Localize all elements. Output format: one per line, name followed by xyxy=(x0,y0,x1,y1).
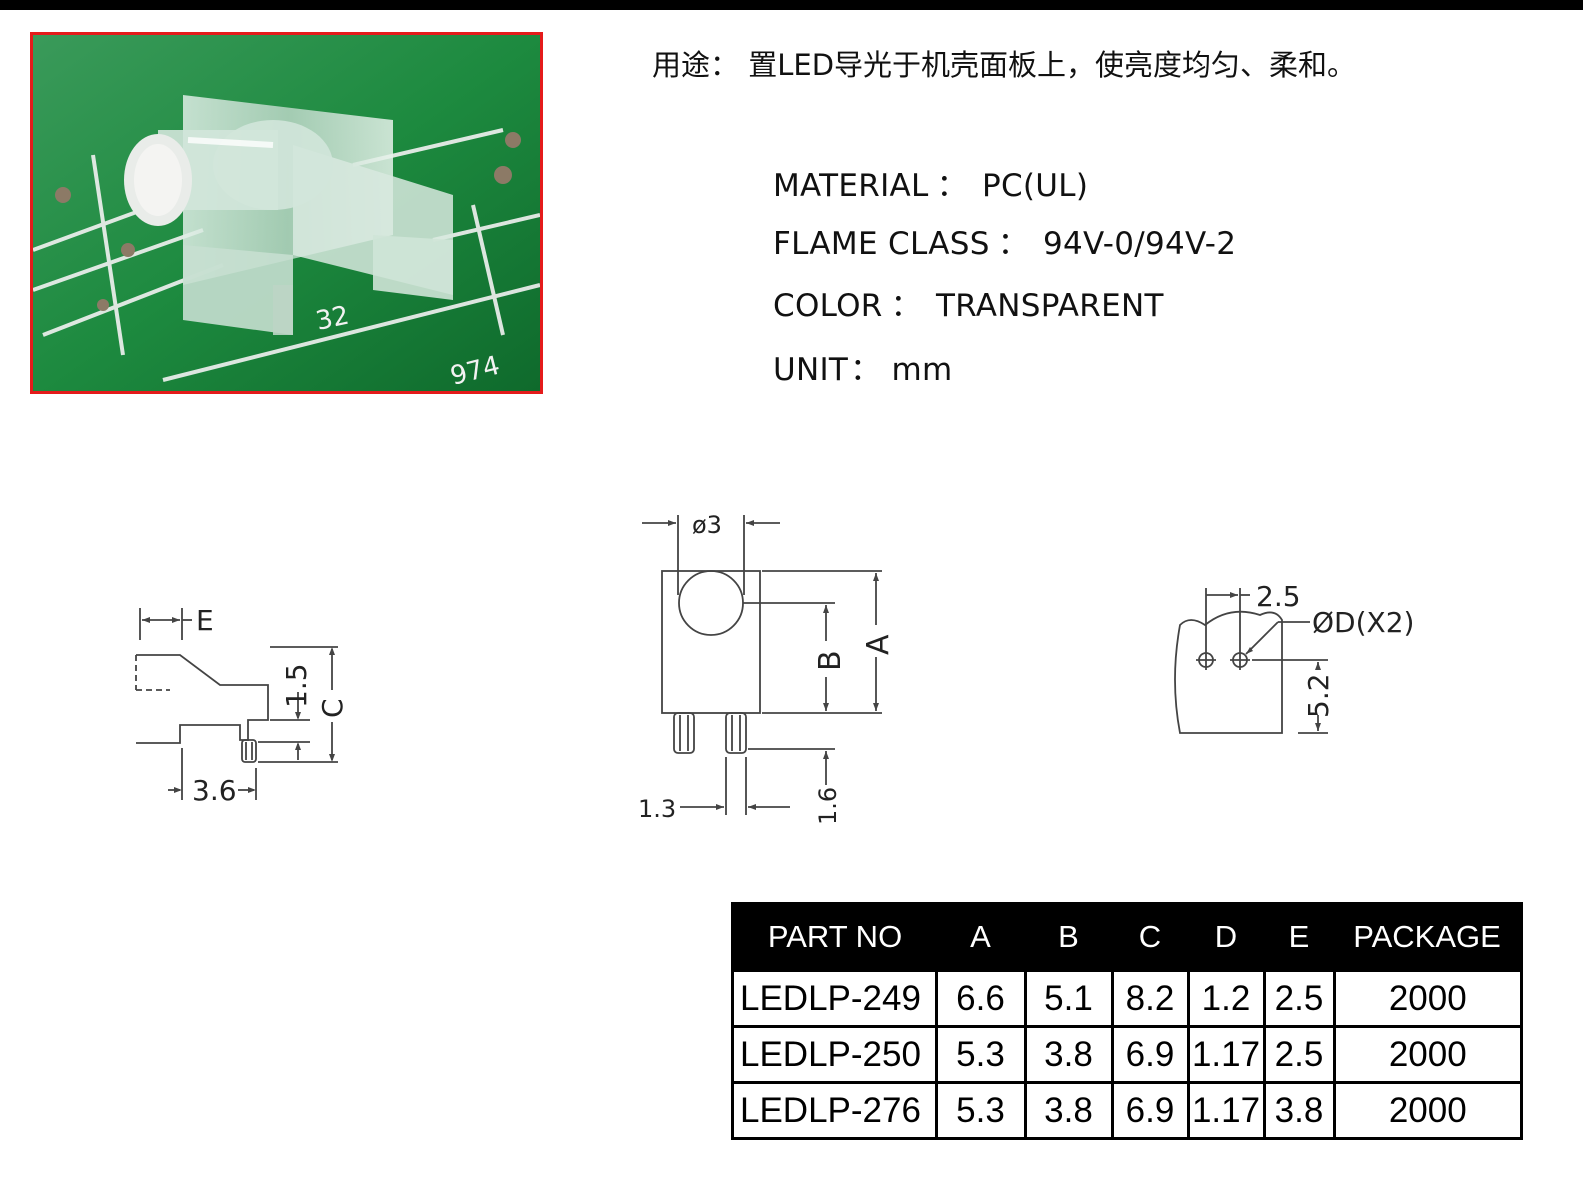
cell-a: 6.6 xyxy=(934,969,1027,1028)
usage-text: 用途： 置LED导光于机壳面板上，使亮度均匀、柔和。 xyxy=(652,48,1357,82)
spec-flame-class: FLAME CLASS： 94V-0/94V-2 xyxy=(773,218,1236,263)
col-c: C xyxy=(1112,903,1188,971)
cell-a: 5.3 xyxy=(934,1081,1027,1140)
dim-3-6: 3.6 xyxy=(192,774,237,807)
cell-e: 3.8 xyxy=(1262,1081,1336,1140)
dim-1-6: 1.6 xyxy=(814,787,842,825)
col-b: B xyxy=(1025,903,1112,971)
col-part-no: PART NO xyxy=(732,903,936,971)
table-row: LEDLP-276 5.3 3.8 6.9 1.17 3.8 2000 xyxy=(731,1081,1523,1140)
cell-part-no: LEDLP-276 xyxy=(731,1081,938,1140)
cell-b: 3.8 xyxy=(1023,1025,1114,1084)
spec-value: mm xyxy=(891,352,953,388)
dim-1-3: 1.3 xyxy=(638,795,676,823)
dim-phi3: ø3 xyxy=(692,511,722,539)
dim-2-5: 2.5 xyxy=(1256,580,1301,613)
dim-od: ØD(X2) xyxy=(1312,606,1414,639)
top-bar xyxy=(0,0,1583,10)
cell-c: 8.2 xyxy=(1110,969,1190,1028)
cell-e: 2.5 xyxy=(1262,969,1336,1028)
spec-label: COLOR xyxy=(773,288,883,324)
cell-d: 1.17 xyxy=(1186,1025,1266,1084)
spec-label: FLAME CLASS xyxy=(773,226,990,262)
cell-package: 2000 xyxy=(1332,1081,1523,1140)
col-a: A xyxy=(936,903,1025,971)
dim-b: B xyxy=(813,650,848,671)
photo-marking-1: 32 xyxy=(313,301,352,337)
spec-material: MATERIAL： PC(UL) xyxy=(773,160,1088,205)
col-d: D xyxy=(1188,903,1264,971)
cell-b: 3.8 xyxy=(1023,1081,1114,1140)
spec-label: MATERIAL xyxy=(773,168,929,204)
spec-color: COLOR： TRANSPARENT xyxy=(773,280,1164,325)
spec-value: TRANSPARENT xyxy=(935,288,1164,324)
table-row: LEDLP-250 5.3 3.8 6.9 1.17 2.5 2000 xyxy=(731,1025,1523,1084)
col-e: E xyxy=(1264,903,1334,971)
spec-sep: ： xyxy=(890,288,922,324)
dim-a: A xyxy=(861,634,890,655)
side-view-drawing: E 1.5 C 3.6 xyxy=(135,604,349,807)
spec-unit: UNIT：mm xyxy=(773,344,952,389)
table-header-row: PART NO A B C D E PACKAGE xyxy=(732,903,1522,971)
cell-d: 1.17 xyxy=(1186,1081,1266,1140)
col-package: PACKAGE xyxy=(1334,903,1522,971)
dim-c: C xyxy=(316,698,349,718)
parts-table: PART NO A B C D E PACKAGE LEDLP-249 6.6 … xyxy=(731,902,1523,1140)
cell-a: 5.3 xyxy=(934,1025,1027,1084)
cell-e: 2.5 xyxy=(1262,1025,1336,1084)
cell-package: 2000 xyxy=(1332,969,1523,1028)
spec-sep: ： xyxy=(936,168,968,204)
cell-package: 2000 xyxy=(1332,1025,1523,1084)
cell-d: 1.2 xyxy=(1186,969,1266,1028)
spec-sep: ： xyxy=(850,352,882,388)
spec-sep: ： xyxy=(997,226,1030,262)
dim-e: E xyxy=(196,604,214,637)
cell-part-no: LEDLP-250 xyxy=(731,1025,938,1084)
spec-value: PC(UL) xyxy=(981,168,1089,204)
spec-label: UNIT xyxy=(773,352,849,388)
dim-5-2: 5.2 xyxy=(1302,673,1335,718)
cell-c: 6.9 xyxy=(1110,1025,1190,1084)
cell-c: 6.9 xyxy=(1110,1081,1190,1140)
cell-b: 5.1 xyxy=(1023,969,1114,1028)
table-row: LEDLP-249 6.6 5.1 8.2 1.2 2.5 2000 xyxy=(731,969,1523,1028)
front-view-drawing: ø3 B A 1.3 1.6 xyxy=(638,511,890,825)
cell-part-no: LEDLP-249 xyxy=(731,969,938,1028)
product-photo: 32 974 xyxy=(30,32,543,394)
light-pipe-photo: 32 974 xyxy=(33,35,540,391)
spec-value: 94V-0/94V-2 xyxy=(1043,226,1237,262)
dim-1-5: 1.5 xyxy=(280,663,313,708)
pcb-footprint-drawing: 2.5 ØD(X2) 5.2 xyxy=(1174,580,1414,734)
